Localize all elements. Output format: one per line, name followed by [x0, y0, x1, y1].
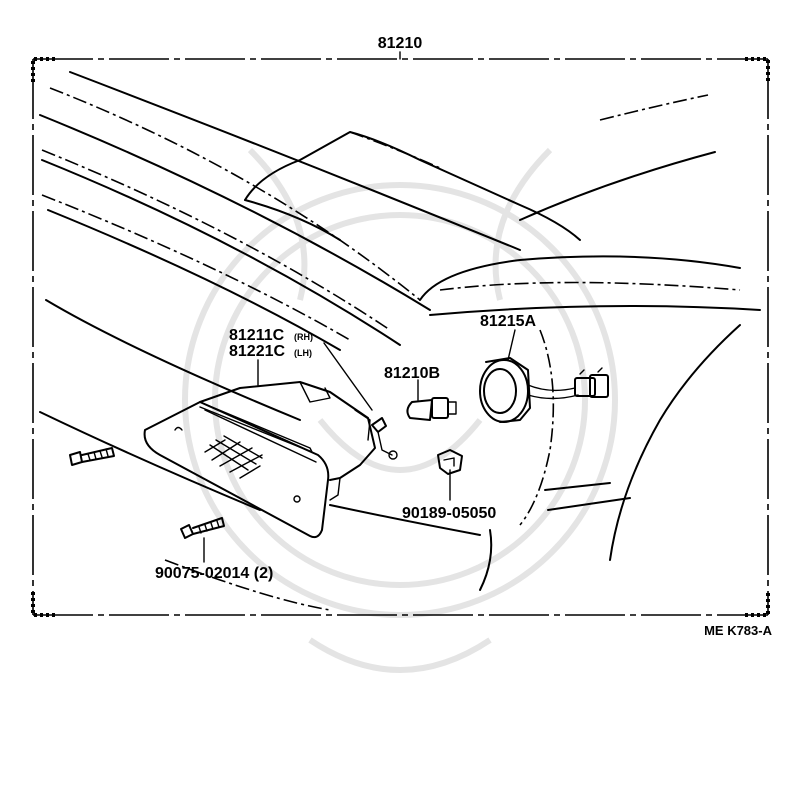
watermark-emblem	[182, 147, 618, 673]
assembly-part-number: 81210	[378, 35, 423, 52]
body-panel-lines	[39, 71, 761, 611]
label-lamp-rh: 81211C	[229, 327, 285, 344]
diagram-frame	[31, 57, 770, 617]
leader-lines	[203, 329, 516, 563]
screw-parts	[69, 447, 225, 539]
label-lamp-lh-suffix: (LH)	[294, 348, 312, 358]
drawing-code: ME K783-A	[704, 623, 773, 638]
clip-part	[437, 449, 463, 475]
label-screw: 90075-02014 (2)	[155, 565, 273, 582]
label-clip: 90189-05050	[402, 505, 496, 522]
label-lamp-rh-suffix: (RH)	[294, 332, 313, 342]
label-lamp-lh: 81221C	[229, 343, 285, 360]
assembly-callout: 81210	[378, 35, 423, 60]
bulb-part	[406, 397, 457, 421]
part-labels: 81211C (RH) 81221C (LH) 81210B 81215A 90…	[155, 313, 773, 638]
fog-lamp-assembly	[143, 381, 398, 539]
label-bulb: 81210B	[384, 365, 440, 382]
socket-part	[479, 357, 609, 423]
label-socket: 81215A	[480, 313, 536, 330]
